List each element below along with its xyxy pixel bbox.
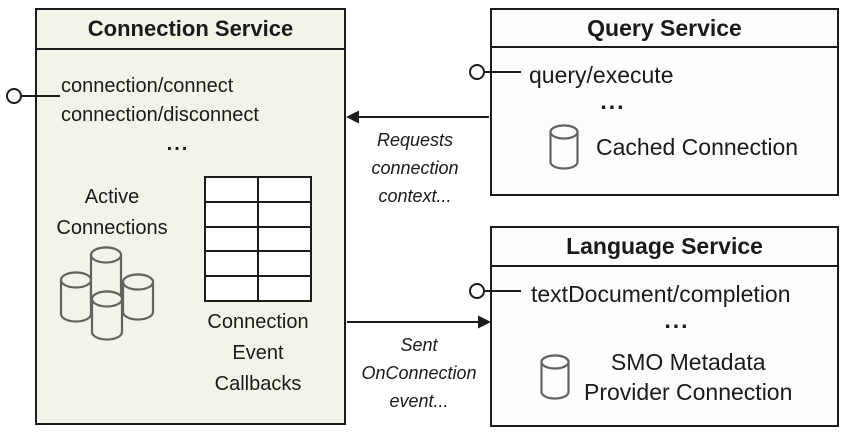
table-cell <box>206 227 257 251</box>
language-service-title: Language Service <box>492 228 837 267</box>
connection-service-box: Connection Service connection/connect co… <box>35 8 346 425</box>
query-service-title: Query Service <box>492 10 837 48</box>
cylinder-right <box>121 273 155 321</box>
table-cell <box>259 277 310 300</box>
table-cell <box>259 178 310 201</box>
table-cell <box>206 277 257 300</box>
arrow-requests-connection-context <box>346 110 489 124</box>
table-cell <box>259 252 310 276</box>
cylinder-bottom <box>90 290 124 341</box>
arrowhead-left-icon <box>346 110 359 124</box>
cylinder-left <box>59 271 93 323</box>
interface-ball <box>6 88 22 104</box>
arrow-sent-onconnection-event <box>347 315 491 329</box>
database-cylinder-icon <box>540 354 570 400</box>
cached-connection-label: Cached Connection <box>596 133 799 160</box>
table-cell <box>259 202 310 226</box>
connection-service-title: Connection Service <box>37 10 344 50</box>
connection-event-callbacks-label: Connection Event Callbacks <box>207 311 309 395</box>
database-cylinder-icon <box>549 124 579 170</box>
active-connections-label: Active Connections <box>56 186 168 239</box>
table-cell <box>206 178 257 201</box>
interface-ball <box>469 64 485 80</box>
endpoint-connection-disconnect: connection/disconnect <box>61 104 259 126</box>
query-service-box: Query Service query/execute ... Cached C… <box>490 8 839 196</box>
endpoint-textdocument-completion: textDocument/completion <box>531 281 791 307</box>
table-cell <box>206 202 257 226</box>
database-cylinder-cluster-icon <box>59 246 155 341</box>
endpoint-query-execute: query/execute <box>529 62 674 88</box>
query-endpoints: query/execute ... <box>529 62 697 114</box>
interface-ball <box>469 283 485 299</box>
language-service-box: Language Service textDocument/completion… <box>490 226 839 427</box>
endpoint-connection-connect: connection/connect <box>61 75 234 97</box>
connection-endpoints: connection/connect connection/disconnect… <box>61 72 295 159</box>
smo-connection-row: SMO Metadata Provider Connection <box>540 346 792 408</box>
table-cell <box>259 227 310 251</box>
connection-table-icon <box>204 176 312 302</box>
table-cell <box>206 252 257 276</box>
endpoints-ellipsis: ... <box>600 88 626 114</box>
language-endpoints: textDocument/completion ... <box>531 281 823 333</box>
cached-connection-row: Cached Connection <box>549 122 798 172</box>
requests-connection-context-label: Requests connection context... <box>371 130 459 206</box>
smo-metadata-provider-connection-label: SMO Metadata Provider Connection <box>584 349 793 405</box>
endpoints-ellipsis: ... <box>166 133 190 155</box>
endpoints-ellipsis: ... <box>664 307 690 333</box>
sent-onconnection-event-label: Sent OnConnection event... <box>361 335 477 411</box>
